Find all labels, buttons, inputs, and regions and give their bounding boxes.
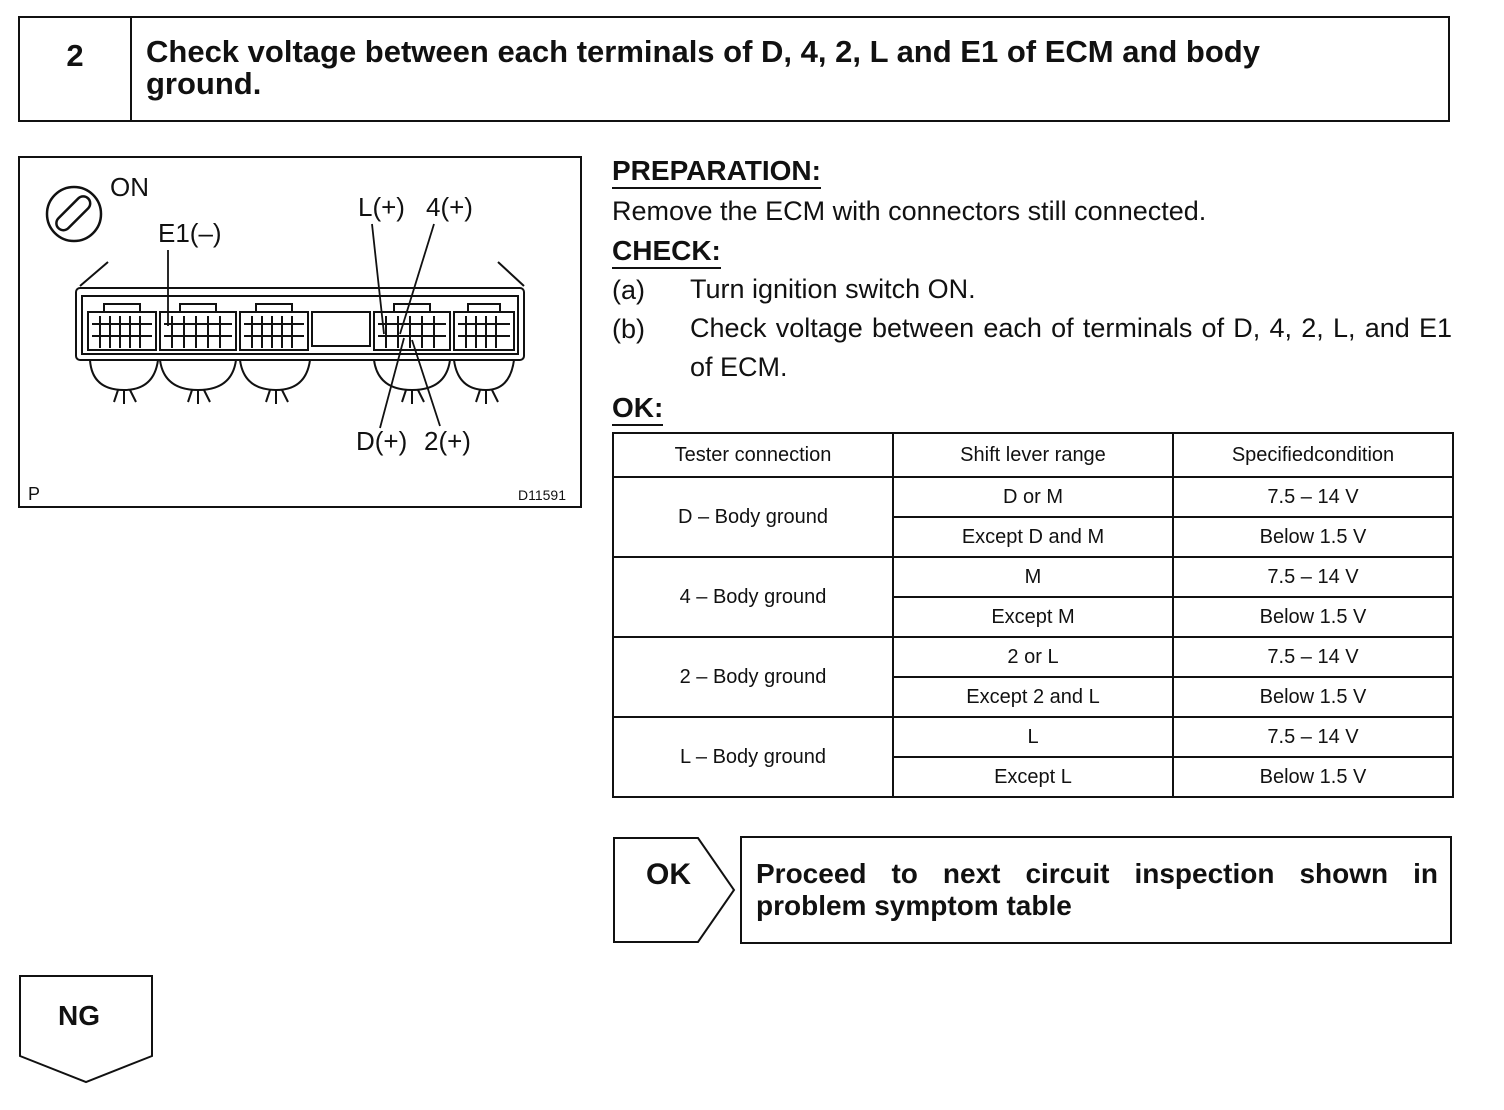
ecm-body	[75, 261, 525, 404]
table-row: Except D and M Below 1.5 V	[613, 516, 1454, 558]
ecm-label-plate	[311, 311, 371, 347]
condition-cell: 7.5 – 14 V	[1172, 636, 1454, 678]
terminal-2-label: 2(+)	[424, 426, 471, 456]
connector-3	[239, 303, 309, 351]
table-row: 2 – Body ground 2 or L 7.5 – 14 V	[612, 636, 1454, 718]
condition-cell: 7.5 – 14 V	[1172, 556, 1454, 598]
check-item-b-text: Check voltage between each of terminals …	[690, 313, 1452, 382]
table-row: D – Body ground D or M 7.5 – 14 V	[612, 476, 1454, 558]
shift-range-cell: Except 2 and L	[892, 676, 1174, 718]
condition-cell: Below 1.5 V	[1172, 676, 1454, 718]
preparation-text: Remove the ECM with connectors still con…	[612, 196, 1207, 226]
step-header: 2 Check voltage between each terminals o…	[18, 16, 1450, 122]
connector-1	[87, 303, 157, 351]
table-row: Except 2 and L Below 1.5 V	[613, 676, 1454, 718]
terminal-l-label: L(+)	[358, 192, 405, 222]
figure-code: D11591	[518, 487, 566, 503]
tester-connection-cell: 4 – Body ground	[612, 556, 894, 638]
shift-range-cell: Except L	[892, 756, 1174, 798]
condition-cell: Below 1.5 V	[1172, 516, 1454, 558]
ok-action-text: Proceed to next circuit inspection shown…	[756, 858, 1438, 921]
terminal-4-label: 4(+)	[426, 192, 473, 222]
shift-range-cell: L	[892, 716, 1174, 758]
shift-range-cell: D or M	[892, 476, 1174, 518]
ng-result: NG	[18, 974, 154, 1084]
table-row: Except M Below 1.5 V	[613, 596, 1454, 638]
condition-cell: 7.5 – 14 V	[1172, 716, 1454, 758]
ok-arrow-label: OK	[612, 836, 736, 944]
connector-4	[373, 303, 451, 351]
ecm-connector-figure: ON E1(–) L(+) 4(+) D(+) 2(+)	[18, 156, 582, 508]
table-header-row: Tester connection Shift lever range Spec…	[612, 432, 1454, 478]
check-item-a-letter: (a)	[612, 275, 645, 305]
tester-connection-cell: L – Body ground	[612, 716, 894, 798]
ok-action-box: Proceed to next circuit inspection shown…	[740, 836, 1452, 944]
leader-lines	[167, 223, 441, 429]
table-row: L – Body ground L 7.5 – 14 V	[612, 716, 1454, 798]
step-number: 2	[20, 18, 132, 120]
tester-connection-cell: 2 – Body ground	[612, 636, 894, 718]
table-row: Except L Below 1.5 V	[613, 756, 1454, 798]
terminal-d-label: D(+)	[356, 426, 407, 456]
condition-cell: Below 1.5 V	[1172, 596, 1454, 638]
ecm-connector-icon: ON E1(–) L(+) 4(+) D(+) 2(+)	[28, 172, 566, 504]
step-title-line1: Check voltage between each terminals of …	[146, 34, 1260, 69]
condition-cell: Below 1.5 V	[1172, 756, 1454, 798]
check-item-a-text: Turn ignition switch ON.	[690, 274, 976, 304]
condition-cell: 7.5 – 14 V	[1172, 476, 1454, 518]
check-heading: CHECK:	[612, 236, 721, 269]
shift-range-cell: Except D and M	[892, 516, 1174, 558]
ignition-switch-icon	[45, 185, 103, 243]
header-shift-lever-range: Shift lever range	[892, 432, 1174, 478]
preparation-heading: PREPARATION:	[612, 156, 821, 189]
switch-on-label: ON	[110, 172, 149, 202]
ok-label-text: OK	[646, 858, 691, 891]
step-title: Check voltage between each terminals of …	[146, 36, 1426, 100]
corner-mark: P	[28, 484, 40, 504]
shift-range-cell: Except M	[892, 596, 1174, 638]
down-arrow-tag-icon	[19, 975, 153, 1084]
right-arrow-tag-icon	[613, 837, 736, 943]
connector-2	[159, 303, 237, 351]
header-specified-condition: Specifiedcondition	[1172, 432, 1454, 478]
spec-table: Tester connection Shift lever range Spec…	[612, 432, 1454, 798]
table-row: 4 – Body ground M 7.5 – 14 V	[612, 556, 1454, 638]
step-title-line2: ground.	[146, 66, 262, 101]
ok-heading: OK:	[612, 393, 664, 426]
terminal-e1-label: E1(–)	[158, 218, 222, 248]
ng-label-text: NG	[58, 1000, 100, 1031]
header-tester-connection: Tester connection	[612, 432, 894, 478]
tester-connection-cell: D – Body ground	[612, 476, 894, 558]
shift-range-cell: 2 or L	[892, 636, 1174, 678]
shift-range-cell: M	[892, 556, 1174, 598]
check-item-b-letter: (b)	[612, 314, 645, 344]
connector-5	[453, 303, 515, 351]
